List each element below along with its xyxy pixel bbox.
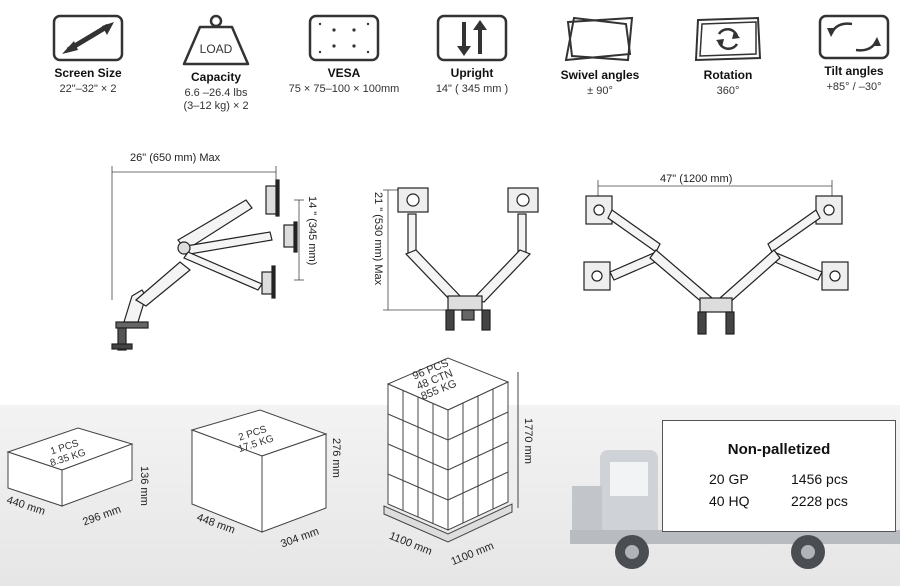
medium-box-height: 276 mm — [330, 438, 342, 478]
shipping-card: Non-palletized 20 GP 1456 pcs 40 HQ 2228… — [662, 420, 896, 532]
medium-box — [190, 409, 328, 533]
front-height-label: 21 " (530 mm) Max — [372, 192, 384, 286]
spec-label: Upright — [450, 66, 494, 80]
spec-label: Capacity — [190, 70, 242, 84]
front-view-dimensions — [383, 189, 450, 311]
pallet-stack — [383, 357, 519, 543]
spec-upright: Upright 14" ( 345 mm ) — [412, 14, 532, 96]
spec-label: VESA — [327, 66, 361, 80]
small-box-height: 136 mm — [138, 466, 150, 506]
side-height-label: 14 " (345 mm) — [306, 196, 318, 266]
spec-screen-size: Screen Size 22"–32" × 2 — [28, 14, 148, 96]
spec-rotation: Rotation 360° — [668, 14, 788, 98]
spec-capacity: LOAD Capacity 6.6 –26.4 lbs (3–12 kg) × … — [156, 14, 276, 113]
side-view-arm — [111, 179, 298, 351]
shipping-row-qty: 2228 pcs — [791, 493, 848, 509]
shipping-row-container: 40 HQ — [709, 493, 750, 509]
spec-label: Screen Size — [54, 66, 122, 80]
spec-value: +85° / –30° — [826, 81, 882, 93]
weight-icon: LOAD — [182, 14, 250, 66]
swivel-icon — [564, 16, 634, 62]
spec-swivel: Swivel angles ± 90° — [540, 14, 660, 98]
spec-value: 22"–32" × 2 — [59, 83, 117, 95]
spec-label: Tilt angles — [824, 64, 884, 78]
side-width-label: 26" (650 mm) Max — [130, 152, 221, 164]
spec-label: Rotation — [703, 68, 753, 82]
spread-view-dimensions — [597, 180, 833, 196]
spec-value: 6.6 –26.4 lbs — [184, 87, 248, 99]
shipping-row-container: 20 GP — [709, 471, 749, 487]
vesa-icon — [308, 14, 380, 62]
spec-vesa: VESA 75 × 75–100 × 100mm — [284, 14, 404, 96]
spec-value: 360° — [716, 85, 740, 97]
tilt-icon — [818, 14, 890, 60]
spec-value: 75 × 75–100 × 100mm — [288, 83, 400, 95]
rotate-icon — [694, 16, 762, 62]
spec-label: Swivel angles — [560, 68, 640, 82]
front-view-arm — [397, 187, 539, 331]
spec-tilt: Tilt angles +85° / –30° — [794, 14, 900, 94]
spec-value-secondary: (3–12 kg) × 2 — [183, 100, 249, 112]
shipping-title: Non-palletized — [727, 441, 831, 458]
spec-value: 14" ( 345 mm ) — [435, 83, 509, 95]
weight-icon-text: LOAD — [200, 42, 233, 56]
truck-illustration — [570, 450, 900, 569]
pallet-height: 1770 mm — [522, 418, 534, 464]
spread-width-label: 47" (1200 mm) — [660, 173, 733, 185]
spec-value: ± 90° — [587, 85, 613, 97]
small-box — [6, 427, 134, 507]
spread-view-arm — [583, 195, 849, 335]
shipping-row-qty: 1456 pcs — [791, 471, 848, 487]
up-down-arrows-icon — [436, 14, 508, 62]
double-arrow-icon — [52, 14, 124, 62]
